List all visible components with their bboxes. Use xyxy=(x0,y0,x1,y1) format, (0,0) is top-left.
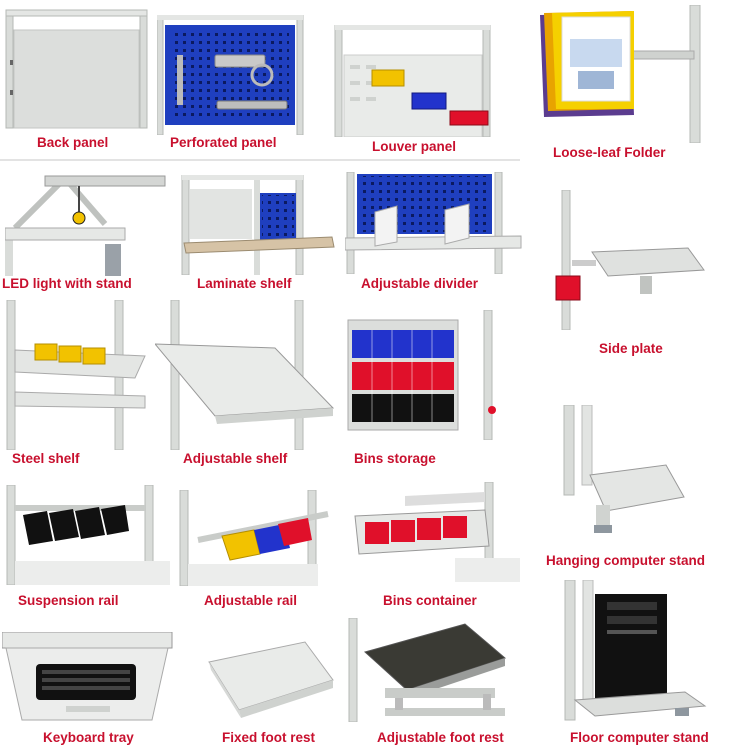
floor-computer-stand-label: Floor computer stand xyxy=(570,730,709,745)
bins-storage-image xyxy=(338,310,520,440)
adjustable-divider-image xyxy=(345,172,523,274)
led-light-label: LED light with stand xyxy=(2,276,132,291)
louver-panel-label: Louver panel xyxy=(372,139,457,154)
perforated-panel-label: Perforated panel xyxy=(170,135,277,150)
adjustable-rail-image xyxy=(178,490,343,586)
laminate-shelf-label: Laminate shelf xyxy=(197,276,292,291)
back-panel-label: Back panel xyxy=(37,135,109,150)
fixed-foot-rest-label: Fixed foot rest xyxy=(222,730,316,745)
bins-container-label: Bins container xyxy=(383,593,477,608)
adjustable-foot-rest-label: Adjustable foot rest xyxy=(377,730,504,745)
louver-panel-image xyxy=(330,25,500,137)
side-plate-label: Side plate xyxy=(599,341,663,356)
adjustable-shelf-label: Adjustable shelf xyxy=(183,451,288,466)
bins-storage-label: Bins storage xyxy=(354,451,436,466)
back-panel-image xyxy=(0,0,160,130)
adjustable-foot-rest-image xyxy=(345,618,520,722)
hanging-computer-stand-image xyxy=(560,405,700,545)
adjustable-divider-label: Adjustable divider xyxy=(361,276,479,291)
hanging-computer-stand-label: Hanging computer stand xyxy=(546,553,706,568)
adjustable-shelf-image xyxy=(155,300,335,450)
loose-leaf-folder-image xyxy=(530,5,720,143)
suspension-rail-label: Suspension rail xyxy=(18,593,119,608)
bins-container-image xyxy=(345,482,520,582)
floor-computer-stand-image xyxy=(555,580,720,725)
adjustable-rail-label: Adjustable rail xyxy=(204,593,298,608)
keyboard-tray-image xyxy=(2,632,174,722)
laminate-shelf-image xyxy=(178,175,338,275)
loose-leaf-folder-label: Loose-leaf Folder xyxy=(553,145,666,160)
fixed-foot-rest-image xyxy=(205,640,335,720)
steel-shelf-label: Steel shelf xyxy=(12,451,80,466)
keyboard-tray-label: Keyboard tray xyxy=(43,730,134,745)
steel-shelf-image xyxy=(5,300,155,450)
perforated-panel-image xyxy=(157,15,305,135)
row-divider-1 xyxy=(0,159,520,161)
side-plate-image xyxy=(548,190,708,330)
led-light-image xyxy=(5,168,170,276)
suspension-rail-image xyxy=(5,485,170,585)
